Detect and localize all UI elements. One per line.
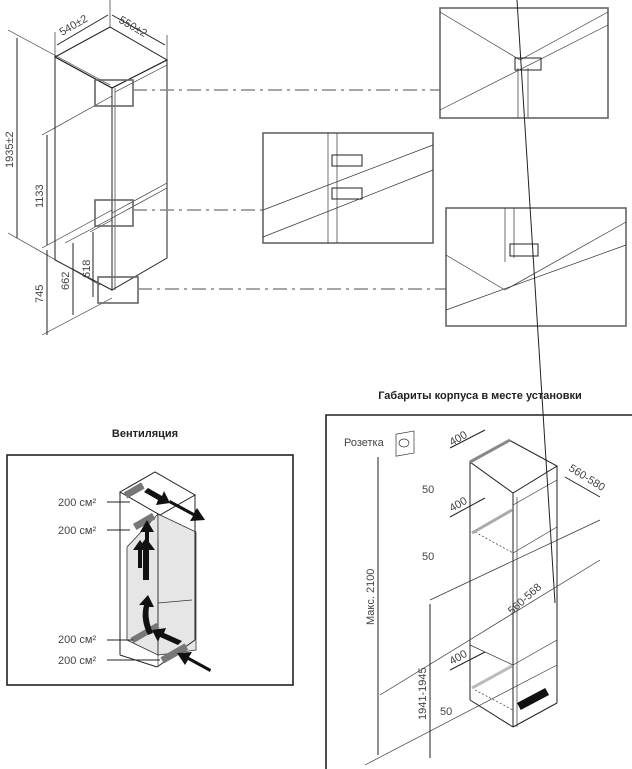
- socket-label: Розетка: [344, 437, 385, 449]
- dimension-662: 662: [60, 272, 72, 290]
- detail-middle: [262, 132, 434, 244]
- detail-bottom: [445, 207, 627, 327]
- niche-drawing: [364, 0, 601, 766]
- callout-middle: [94, 199, 134, 227]
- upper-hinge-dimension: 1133: [34, 184, 46, 208]
- socket-icon: [395, 430, 415, 457]
- callout-top: [94, 79, 134, 107]
- max-height-dimension: Макс. 2100: [365, 569, 377, 625]
- vent-width-middle: 400: [448, 495, 470, 515]
- lower-hinge-dimension: 745: [34, 285, 46, 303]
- vent-opening-top-outer: 200 см²: [58, 497, 96, 509]
- ventilation-panel: [6, 454, 294, 686]
- ventilation-title: Вентиляция: [112, 428, 178, 440]
- height-dimension: 1935±2: [4, 131, 16, 168]
- vent-opening-top-inner: 200 см²: [58, 525, 96, 537]
- vent-opening-bottom-outer: 200 см²: [58, 655, 96, 667]
- niche-panel: [325, 414, 632, 769]
- width-range-dimension: 560-568: [506, 581, 544, 617]
- dimension-618: 618: [81, 260, 93, 278]
- depth-dimension: 550±2: [117, 14, 149, 40]
- vent-width-bottom: 400: [448, 648, 470, 668]
- height-range-dimension: 1941-1945: [417, 667, 429, 720]
- niche-title: Габариты корпуса в месте установки: [378, 390, 582, 402]
- vent-opening-bottom-inner: 200 см²: [58, 634, 96, 646]
- fridge-drawing: 540±2 550±2 1935±2 1133 745 662 618: [4, 0, 446, 336]
- vent-depth-top: 50: [422, 484, 434, 496]
- vent-width-top: 400: [448, 429, 470, 449]
- detail-top: [439, 7, 609, 119]
- vent-depth-bottom: 50: [440, 706, 452, 718]
- vent-depth-middle: 50: [422, 551, 434, 563]
- callout-bottom: [97, 276, 139, 304]
- ventilation-drawing: [107, 471, 211, 672]
